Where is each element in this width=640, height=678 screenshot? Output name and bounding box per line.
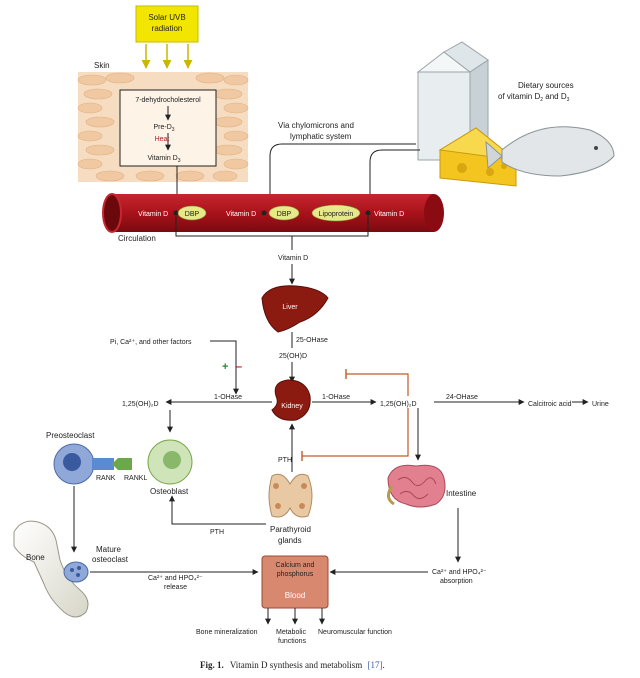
plus-sign: + bbox=[222, 361, 228, 373]
urine-label: Urine bbox=[592, 401, 609, 408]
chylomicrons-label-line2: lymphatic system bbox=[290, 132, 352, 141]
feedback-to-kidney-line bbox=[346, 373, 409, 396]
skin-synthesis-box: 7-dehydrocholesterol Pre-D3 Heat Vitamin… bbox=[119, 89, 217, 167]
preosteoclast-cell bbox=[53, 443, 95, 485]
metabolic-label-line2: functions bbox=[278, 638, 307, 645]
rank-label: RANK bbox=[96, 475, 116, 482]
parathyroid-label-line2: glands bbox=[278, 536, 302, 545]
dehydrocholesterol-label: 7-dehydrocholesterol bbox=[135, 97, 201, 104]
dbp-ellipse-1: DBP bbox=[177, 205, 207, 221]
chylomicrons-label-line1: Via chylomicrons and bbox=[278, 121, 354, 130]
calcium-label-line2: phosphorus bbox=[277, 571, 314, 578]
uvb-label-line1: Solar UVB bbox=[148, 13, 185, 22]
intestine-illustration bbox=[387, 464, 446, 508]
circulation-label: Circulation bbox=[118, 234, 156, 243]
ohd2-right-label: 1,25(OH)₂D bbox=[380, 401, 417, 408]
parathyroid-illustration bbox=[268, 473, 313, 518]
ohase-24-label: 24-OHase bbox=[446, 394, 478, 401]
skin-label: Skin bbox=[94, 61, 110, 70]
calcium-label-line1: Calcium and bbox=[276, 562, 315, 569]
binding-dot-3 bbox=[365, 210, 371, 216]
calcitroic-label: Calcitroic acid bbox=[528, 401, 572, 408]
osteoblast-label: Osteoblast bbox=[150, 487, 189, 496]
heat-label: Heat bbox=[155, 136, 170, 143]
preosteoclast-label: Preosteoclast bbox=[46, 431, 95, 440]
intestine-label: Intestine bbox=[446, 489, 477, 498]
kidney-label: Kidney bbox=[281, 403, 303, 410]
pth-kidney-label: PTH bbox=[278, 457, 292, 464]
liver-organ: Liver bbox=[261, 285, 329, 333]
dbp-ellipse-2: DBP bbox=[268, 205, 300, 221]
fish-illustration bbox=[485, 126, 615, 177]
metabolic-label-line1: Metabolic bbox=[276, 629, 306, 636]
blood-box: Calcium and phosphorus Blood bbox=[261, 555, 329, 609]
bone-mineralization-label: Bone mineralization bbox=[196, 629, 258, 636]
rankl-label: RANKL bbox=[124, 475, 147, 482]
lipoprotein-label: Lipoprotein bbox=[319, 211, 354, 218]
dbp-label-1: DBP bbox=[185, 211, 200, 218]
dietary-label-line2: of vitamin D2 and D3 bbox=[498, 92, 570, 103]
bone-illustration bbox=[13, 520, 89, 618]
factors-label: Pi, Ca²⁺, and other factors bbox=[110, 339, 192, 346]
absorption-label-line2: absorption bbox=[440, 578, 473, 585]
feedback-to-pth-line bbox=[302, 408, 409, 457]
uvb-rays bbox=[141, 44, 193, 69]
dietary-label-line1: Dietary sources bbox=[518, 81, 574, 90]
pth-bone-label: PTH bbox=[210, 529, 224, 536]
osteoblast-cell bbox=[147, 439, 193, 485]
ohase-1-left-label: 1-OHase bbox=[214, 394, 242, 401]
solar-uvb-box: Solar UVB radiation bbox=[135, 5, 199, 43]
ohd2-left-label: 1,25(OH)₂D bbox=[122, 401, 159, 408]
lipoprotein-ellipse: Lipoprotein bbox=[311, 204, 361, 222]
bone-label: Bone bbox=[26, 553, 45, 562]
mature-label-line2: osteoclast bbox=[92, 555, 129, 564]
vitamin-d-in-vessel-3: Vitamin D bbox=[374, 211, 404, 218]
uvb-label-line2: radiation bbox=[152, 24, 183, 33]
dbp-label-2: DBP bbox=[277, 211, 292, 218]
mature-label-line1: Mature bbox=[96, 545, 121, 554]
dietary-to-lipoprotein-arrow bbox=[367, 149, 420, 207]
parathyroid-label-line1: Parathyroid bbox=[270, 525, 311, 534]
vitamin-d3-label: Vitamin D3 bbox=[148, 155, 181, 164]
minus-sign: – bbox=[236, 361, 242, 373]
chylomicron-arrow bbox=[267, 143, 416, 207]
milk-carton-illustration bbox=[416, 41, 489, 161]
neuromuscular-label: Neuromuscular function bbox=[318, 629, 392, 636]
release-label-line1: Ca²⁺ and HPO₄²⁻ bbox=[148, 575, 203, 582]
pre-d3-label: Pre-D3 bbox=[153, 124, 174, 133]
hydroxylase-25-label: 25-OHase bbox=[296, 337, 328, 344]
rank-receptor bbox=[92, 458, 114, 470]
ohase-1-right-label: 1-OHase bbox=[322, 394, 350, 401]
figure-caption: Fig. 1. Vitamin D synthesis and metaboli… bbox=[200, 660, 385, 670]
liver-label: Liver bbox=[282, 304, 298, 311]
vitamin-d-in-vessel-1: Vitamin D bbox=[138, 211, 168, 218]
rankl-ligand bbox=[112, 458, 132, 470]
kidney-organ: Kidney bbox=[271, 379, 311, 421]
binding-dot-2 bbox=[261, 210, 267, 216]
merge-bracket bbox=[175, 216, 369, 237]
factors-arrow bbox=[210, 340, 239, 395]
pth-to-osteoblast-arrow bbox=[169, 495, 266, 525]
release-label-line2: release bbox=[164, 584, 187, 591]
vitamin-d-in-vessel-2: Vitamin D bbox=[226, 211, 256, 218]
vitamin-d-label: Vitamin D bbox=[278, 255, 308, 262]
absorption-label-line1: Ca²⁺ and HPO₄²⁻ bbox=[432, 569, 487, 576]
blood-label: Blood bbox=[285, 591, 305, 600]
ohd-25-label: 25(OH)D bbox=[279, 353, 307, 360]
mature-osteoclast-cell bbox=[63, 561, 89, 583]
binding-dot-1 bbox=[173, 210, 179, 216]
